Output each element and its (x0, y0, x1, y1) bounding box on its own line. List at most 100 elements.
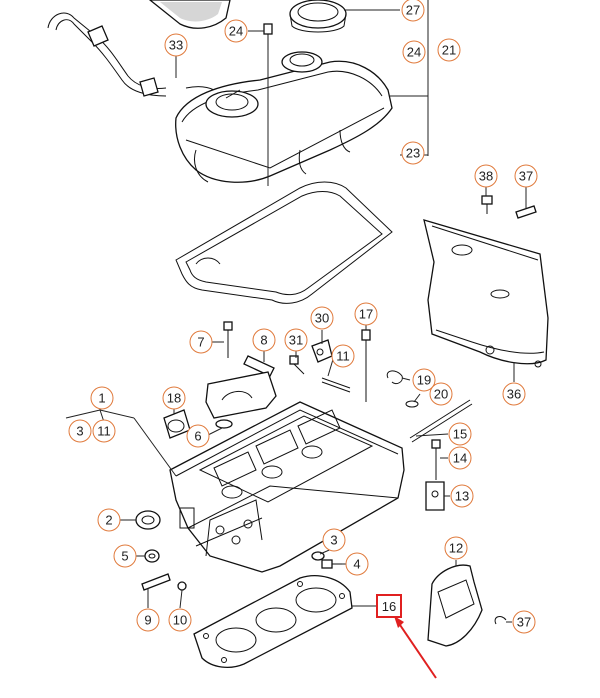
valve-cover-gasket (175, 181, 393, 304)
callout-27: 27 (401, 0, 425, 22)
svg-text:20: 20 (434, 387, 448, 402)
svg-text:5: 5 (121, 549, 128, 564)
svg-text:37: 37 (519, 169, 533, 184)
svg-text:24: 24 (229, 24, 243, 39)
svg-text:38: 38 (479, 169, 493, 184)
svg-text:31: 31 (289, 333, 303, 348)
bolt-14 (431, 439, 441, 480)
svg-text:19: 19 (417, 373, 431, 388)
svg-text:14: 14 (453, 451, 467, 466)
clip-37 (494, 616, 507, 625)
callout-4: 4 (345, 552, 369, 576)
callout-30: 30 (310, 306, 334, 330)
callout-24: 24 (224, 19, 248, 43)
callout-20: 20 (429, 382, 453, 406)
callout-17: 17 (354, 302, 378, 326)
callout-10: 10 (168, 608, 192, 632)
callout-5: 5 (113, 544, 137, 568)
svg-text:13: 13 (455, 489, 469, 504)
dowel-10 (177, 581, 187, 591)
svg-text:3: 3 (330, 533, 337, 548)
callout-13: 13 (450, 484, 474, 508)
stud-8 (243, 355, 275, 377)
sleeve-18 (163, 409, 191, 439)
breather-hose (47, 12, 215, 97)
callout-18: 18 (162, 386, 186, 410)
svg-text:30: 30 (315, 311, 329, 326)
bolt-31 (289, 355, 305, 375)
callout-15: 15 (448, 422, 472, 446)
callout-9: 9 (136, 608, 160, 632)
svg-text:8: 8 (260, 333, 267, 348)
callout-24: 24 (402, 40, 426, 64)
callout-2: 2 (97, 508, 121, 532)
svg-text:11: 11 (97, 424, 111, 439)
callout-8: 8 (252, 328, 276, 352)
leader-lines (65, 0, 527, 623)
washer-20 (405, 400, 419, 408)
callout-3: 3 (322, 528, 346, 552)
pin-11 (321, 377, 351, 393)
callout-14: 14 (448, 446, 472, 470)
head-bolt-7 (223, 321, 233, 358)
long-bolt-17 (361, 329, 371, 402)
svg-text:6: 6 (194, 429, 201, 444)
svg-text:24: 24 (407, 45, 421, 60)
callout-19: 19 (412, 368, 436, 392)
svg-text:12: 12 (449, 541, 463, 556)
cover-bolt (263, 23, 273, 50)
svg-text:1: 1 (98, 391, 105, 406)
valve-cover (175, 51, 393, 183)
svg-text:37: 37 (517, 615, 531, 630)
svg-text:9: 9 (144, 613, 151, 628)
highlight-arrow (394, 616, 437, 679)
callout-6: 6 (186, 424, 210, 448)
callout-7: 7 (189, 330, 213, 354)
callout-12: 12 (444, 536, 468, 560)
air-filter-corner (148, 0, 231, 29)
callout-21: 21 (437, 38, 461, 62)
circlip-19 (386, 370, 403, 385)
svg-text:21: 21 (442, 43, 456, 58)
callout-11: 11 (331, 344, 355, 368)
callout-1: 1 (90, 386, 114, 410)
callout-33: 33 (164, 33, 188, 57)
svg-text:2: 2 (105, 513, 112, 528)
stud-9 (141, 573, 171, 591)
seal-5 (144, 549, 160, 563)
callout-11: 11 (92, 419, 116, 443)
callout-labels: 27 24 33 24 21 23 38 37 7 8 31 30 17 11 … (68, 0, 538, 634)
svg-text:11: 11 (336, 349, 350, 364)
svg-text:33: 33 (169, 38, 183, 53)
timing-cover-12 (427, 564, 483, 647)
heat-shield (423, 219, 549, 368)
seal-2 (135, 510, 161, 530)
callout-23: 23 (401, 141, 425, 165)
cylinder-head (169, 401, 405, 573)
svg-text:10: 10 (173, 613, 187, 628)
svg-text:3: 3 (76, 424, 83, 439)
callout-37: 37 (512, 610, 536, 634)
bearing-caps (205, 371, 277, 419)
svg-text:27: 27 (406, 3, 420, 18)
svg-text:17: 17 (359, 307, 373, 322)
callout-37: 37 (514, 164, 538, 188)
shield-bolt (481, 195, 493, 214)
head-gasket (193, 575, 353, 669)
callout-3: 3 (68, 419, 92, 443)
callout-36: 36 (502, 382, 526, 406)
parts-drawing (47, 0, 549, 669)
svg-text:15: 15 (453, 427, 467, 442)
shield-clip (515, 205, 537, 219)
callout-16: 16 (376, 594, 402, 618)
callout-31: 31 (284, 328, 308, 352)
oil-filler-cap (289, 0, 347, 33)
callout-38: 38 (474, 164, 498, 188)
svg-text:36: 36 (507, 387, 521, 402)
washer-6 (215, 419, 233, 429)
svg-text:16: 16 (382, 599, 396, 614)
sensor-13 (425, 481, 445, 511)
svg-text:18: 18 (167, 391, 181, 406)
svg-text:7: 7 (197, 335, 204, 350)
